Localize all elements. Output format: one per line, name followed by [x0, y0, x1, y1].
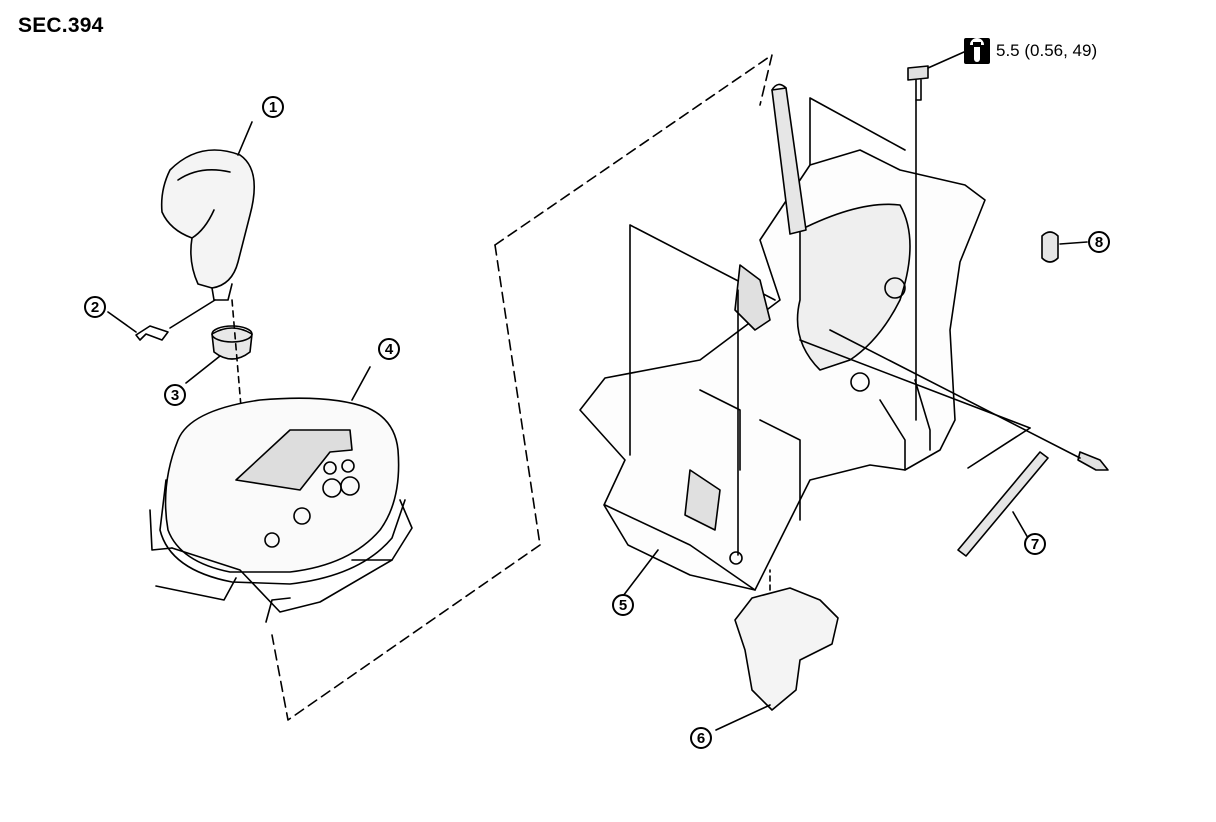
callout-3: 3	[164, 384, 186, 406]
torque-spec: 5.5 (0.56, 49)	[964, 38, 1097, 64]
torque-wrench-icon	[964, 38, 990, 64]
callout-2: 2	[84, 296, 106, 318]
position-indicator-panel	[149, 366, 413, 623]
control-device-assembly	[579, 97, 986, 601]
callout-4: 4	[378, 338, 400, 360]
knob-bushing	[185, 325, 253, 384]
indicator-bulb	[1041, 231, 1088, 263]
interlock-rod	[799, 339, 1049, 557]
shift-lever-rod	[771, 83, 807, 235]
retainer-clip	[135, 325, 169, 341]
mounting-bolt	[907, 51, 965, 421]
callout-7: 7	[1024, 533, 1046, 555]
callout-6: 6	[690, 727, 712, 749]
side-bolt	[829, 329, 1109, 471]
callout-5: 5	[612, 594, 634, 616]
torque-value: 5.5 (0.56, 49)	[996, 41, 1098, 60]
assembly-dashed-outline	[271, 54, 773, 721]
section-label: SEC.394	[18, 14, 104, 37]
callout-1: 1	[262, 96, 284, 118]
callout-8: 8	[1088, 231, 1110, 253]
position-switch-bracket	[715, 569, 839, 731]
shift-knob	[160, 121, 256, 301]
